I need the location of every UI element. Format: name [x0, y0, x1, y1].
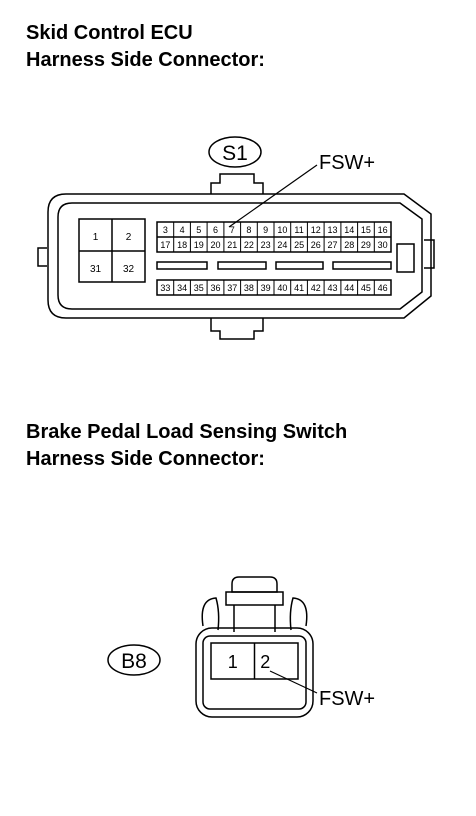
ecu-pin-label: 22	[244, 240, 254, 250]
ecu-pin-label: 15	[361, 225, 371, 235]
ecu-outer-housing	[47, 193, 432, 319]
switch-fsw-leader-line	[269, 670, 318, 694]
ecu-pin-label: 25	[294, 240, 304, 250]
switch-connector-code: B8	[121, 650, 147, 673]
ecu-connector-code: S1	[222, 142, 248, 165]
ecu-pin-label: 16	[378, 225, 388, 235]
ecu-pin-label: 45	[361, 283, 371, 293]
ecu-fsw-leader-line	[228, 164, 318, 228]
ecu-pin-label: 40	[277, 283, 287, 293]
ecu-left-tab	[37, 247, 47, 267]
ecu-fsw-label: FSW+	[319, 152, 375, 174]
ecu-key-slot	[156, 261, 208, 270]
ecu-title-line1: Skid Control ECU	[26, 22, 193, 44]
ecu-pin-label: 31	[90, 264, 102, 275]
ecu-pin-label: 11	[294, 225, 303, 235]
ecu-right-tab	[424, 239, 435, 269]
ecu-pin-label: 42	[311, 283, 321, 293]
ecu-pin-label: 41	[294, 283, 304, 293]
ecu-pin-label: 5	[196, 225, 201, 235]
ecu-pin-label: 24	[277, 240, 287, 250]
switch-connector-title: Brake Pedal Load Sensing Switch Harness …	[26, 419, 347, 473]
ecu-pin-label: 29	[361, 240, 371, 250]
ecu-pin-label: 30	[378, 240, 388, 250]
ecu-pin-label: 20	[210, 240, 220, 250]
ecu-pin-label: 18	[177, 240, 187, 250]
switch-top-latch	[231, 576, 278, 593]
ecu-key-slot	[275, 261, 324, 270]
ecu-top-latch	[210, 173, 264, 194]
switch-connector-code-badge	[107, 644, 161, 676]
switch-fsw-label: FSW+	[319, 688, 375, 710]
switch-pin-label: 2	[260, 652, 270, 672]
ecu-pin-label: 12	[311, 225, 321, 235]
ecu-pin-label: 17	[160, 240, 170, 250]
switch-outer-body	[195, 627, 314, 718]
ecu-pin-label: 27	[327, 240, 337, 250]
ecu-pin-label: 26	[311, 240, 321, 250]
ecu-pin-label: 46	[378, 283, 388, 293]
ecu-pin-label: 21	[227, 240, 237, 250]
switch-title-line2: Harness Side Connector:	[26, 448, 265, 470]
ecu-pin-label: 1	[93, 232, 99, 243]
ecu-pin-label: 35	[194, 283, 204, 293]
ecu-pin-label: 19	[194, 240, 204, 250]
ecu-pin-label: 36	[210, 283, 220, 293]
switch-inner-body	[202, 635, 307, 710]
ecu-pin-label: 8	[246, 225, 251, 235]
switch-left-arm	[201, 597, 220, 631]
ecu-pin-label: 44	[344, 283, 354, 293]
ecu-inner-housing	[57, 202, 423, 310]
ecu-pin-label: 33	[160, 283, 170, 293]
switch-pin-label: 1	[228, 652, 238, 672]
ecu-pin-label: 13	[327, 225, 337, 235]
ecu-pin-label: 23	[261, 240, 271, 250]
ecu-key-slot	[332, 261, 392, 270]
ecu-pin-label: 34	[177, 283, 187, 293]
ecu-pin-label: 10	[277, 225, 287, 235]
ecu-guide-block	[396, 243, 415, 273]
ecu-bottom-latch	[210, 318, 264, 340]
ecu-pin-label: 39	[261, 283, 271, 293]
ecu-connector-title: Skid Control ECU Harness Side Connector:	[26, 20, 265, 74]
switch-right-arm	[289, 597, 308, 631]
ecu-pin-label: 32	[123, 264, 135, 275]
ecu-key-slot	[217, 261, 267, 270]
ecu-pin-label: 38	[244, 283, 254, 293]
ecu-pin-label: 43	[327, 283, 337, 293]
ecu-pin-label: 3	[163, 225, 168, 235]
ecu-pin-label: 28	[344, 240, 354, 250]
ecu-pin-label: 6	[213, 225, 218, 235]
ecu-connector-code-badge	[208, 136, 262, 168]
ecu-pin-label: 2	[126, 232, 132, 243]
ecu-pin-label: 4	[180, 225, 185, 235]
ecu-pin-label: 37	[227, 283, 237, 293]
ecu-pin-label: 14	[344, 225, 354, 235]
switch-title-line1: Brake Pedal Load Sensing Switch	[26, 421, 348, 443]
ecu-title-line2: Harness Side Connector:	[26, 49, 265, 71]
ecu-pin-label: 7	[230, 225, 235, 235]
ecu-pin-label: 9	[263, 225, 268, 235]
